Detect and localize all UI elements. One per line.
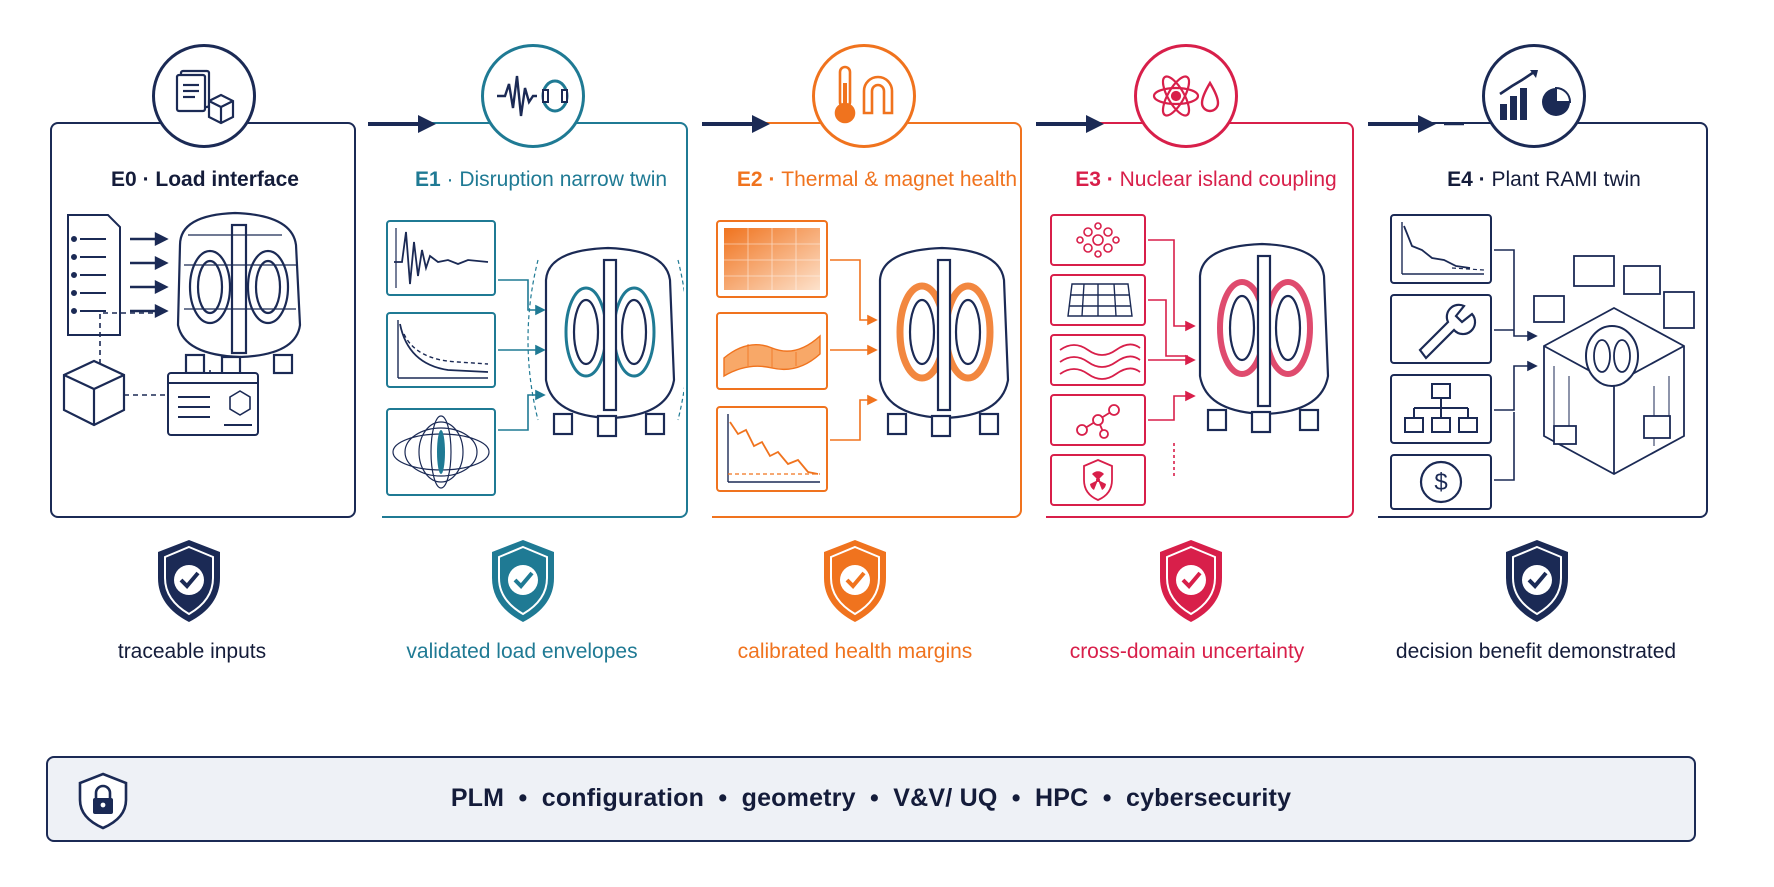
geometry-cube-icon — [62, 359, 126, 427]
stage-code: E0 — [111, 168, 137, 191]
magnet-icon — [862, 75, 894, 115]
particle-cluster-box — [1050, 214, 1146, 266]
stage-e4-caption: decision benefit demonstrated — [1395, 640, 1677, 663]
stage-e0-icon-circle — [152, 44, 256, 148]
tokamak-illustration — [544, 246, 676, 438]
dashed-link — [99, 310, 161, 400]
stage-name: Nuclear island coupling — [1119, 168, 1337, 191]
flow-arrow — [368, 115, 436, 133]
atom-icon — [1152, 75, 1200, 117]
stage-e1-caption: validated load envelopes — [406, 640, 638, 663]
surface-plot-box — [716, 312, 828, 390]
platform-capabilities-list: PLM • configuration • geometry • V&V/ UQ… — [48, 784, 1694, 813]
platform-footer-bar: PLM • configuration • geometry • V&V/ UQ… — [46, 756, 1696, 842]
heatmap-box — [716, 220, 828, 298]
input-arrows — [130, 232, 169, 318]
stage-e0-title: E0 · Load interface — [100, 168, 310, 192]
footer-item-plm: PLM — [450, 784, 505, 812]
decay-chart-box — [1390, 214, 1492, 284]
org-chart-box — [1390, 374, 1492, 444]
molecule-box — [1050, 394, 1146, 446]
stage-name: Thermal & magnet health — [781, 168, 1018, 191]
stage-e3-caption: cross-domain uncertainty — [1069, 640, 1305, 663]
check-shield-icon — [158, 540, 220, 622]
stage-separator: · — [142, 168, 150, 191]
wrench-icon — [1418, 303, 1477, 360]
tokamak-illustration — [878, 246, 1010, 438]
tokamak-illustration — [1198, 242, 1330, 434]
stage-e4-illustration — [1494, 249, 1695, 481]
stage-code: E4 — [1447, 168, 1473, 191]
input-document-icon — [67, 214, 121, 336]
stage-e2-caption: calibrated health margins — [737, 640, 973, 663]
bar-chart-icon — [1499, 70, 1538, 120]
check-shield-icon — [1506, 540, 1568, 622]
cost-box: $ — [1390, 454, 1492, 510]
stage-e4-icon-circle — [1482, 44, 1586, 148]
footer-item-configuration: configuration — [541, 784, 705, 812]
stage-separator: · — [1106, 168, 1114, 191]
check-shield-icon — [1160, 540, 1222, 622]
field-lines-box — [386, 408, 496, 496]
stage-e3-icon-circle — [1134, 44, 1238, 148]
footer-item-hpc: HPC — [1035, 784, 1089, 812]
stage-e3-illustration — [1148, 239, 1330, 476]
stage-name: Disruption narrow twin — [459, 168, 668, 191]
footer-separator: • — [1102, 784, 1112, 812]
footer-separator: • — [1011, 784, 1021, 812]
check-shield-icon — [824, 540, 886, 622]
footer-item-vv-uq: V&V/ UQ — [893, 784, 998, 812]
stage-e2-illustration — [830, 246, 1010, 441]
stage-name: Load interface — [155, 168, 299, 191]
tokamak-illustration — [176, 211, 302, 377]
radiation-shield-box — [1050, 454, 1146, 506]
stage-name: Plant RAMI twin — [1491, 168, 1641, 191]
dollar-icon: $ — [1419, 460, 1463, 504]
stage-e1-title: E1 · Disruption narrow twin — [406, 168, 676, 192]
pie-chart-icon — [1542, 86, 1572, 116]
stage-separator: · — [768, 168, 776, 191]
flow-arrow — [702, 115, 770, 133]
waveform-plot-box — [386, 220, 496, 296]
footer-item-geometry: geometry — [741, 784, 856, 812]
stage-e1-icon-circle — [481, 44, 585, 148]
cube-icon — [207, 93, 235, 125]
footer-separator: • — [518, 784, 528, 812]
stage-code: E2 — [736, 168, 763, 191]
stage-e4-title: E4 · Plant RAMI twin — [1424, 168, 1664, 192]
flow-arrow — [1036, 115, 1104, 133]
svg-text:$: $ — [1434, 469, 1447, 496]
hierarchy-icon — [1404, 383, 1478, 433]
stage-e2-title: E2 · Thermal & magnet health — [732, 168, 1022, 192]
stage-separator: · — [446, 168, 454, 191]
trend-plot-box — [716, 406, 828, 492]
lock-shield-icon — [78, 772, 128, 830]
stage-e1-illustration — [498, 246, 684, 438]
magnet-ring-icon — [541, 79, 569, 113]
footer-separator: • — [870, 784, 879, 812]
maintenance-box — [1390, 294, 1492, 364]
stage-e3-title: E3 · Nuclear island coupling — [1066, 168, 1346, 192]
check-shield-icon — [492, 540, 554, 622]
stage-code: E3 — [1075, 168, 1101, 191]
stage-e0-illustration — [62, 211, 302, 436]
stage-code: E1 — [414, 168, 441, 191]
stage-e2-icon-circle — [812, 44, 916, 148]
thermometer-icon — [834, 65, 856, 124]
droplet-icon — [1200, 80, 1220, 113]
power-plant-illustration — [1533, 255, 1695, 476]
mesh-grid-box — [1050, 274, 1146, 326]
footer-separator: • — [718, 784, 728, 812]
flow-arrow — [1368, 115, 1464, 133]
footer-item-cybersecurity: cybersecurity — [1125, 784, 1292, 812]
document-stack-icon — [175, 69, 211, 113]
decay-plot-box — [386, 312, 496, 388]
stage-separator: · — [1478, 168, 1486, 191]
stage-e0-caption: traceable inputs — [117, 640, 267, 663]
waveform-icon — [497, 75, 537, 117]
wave-lines-box — [1050, 334, 1146, 386]
software-window-icon — [167, 372, 259, 436]
